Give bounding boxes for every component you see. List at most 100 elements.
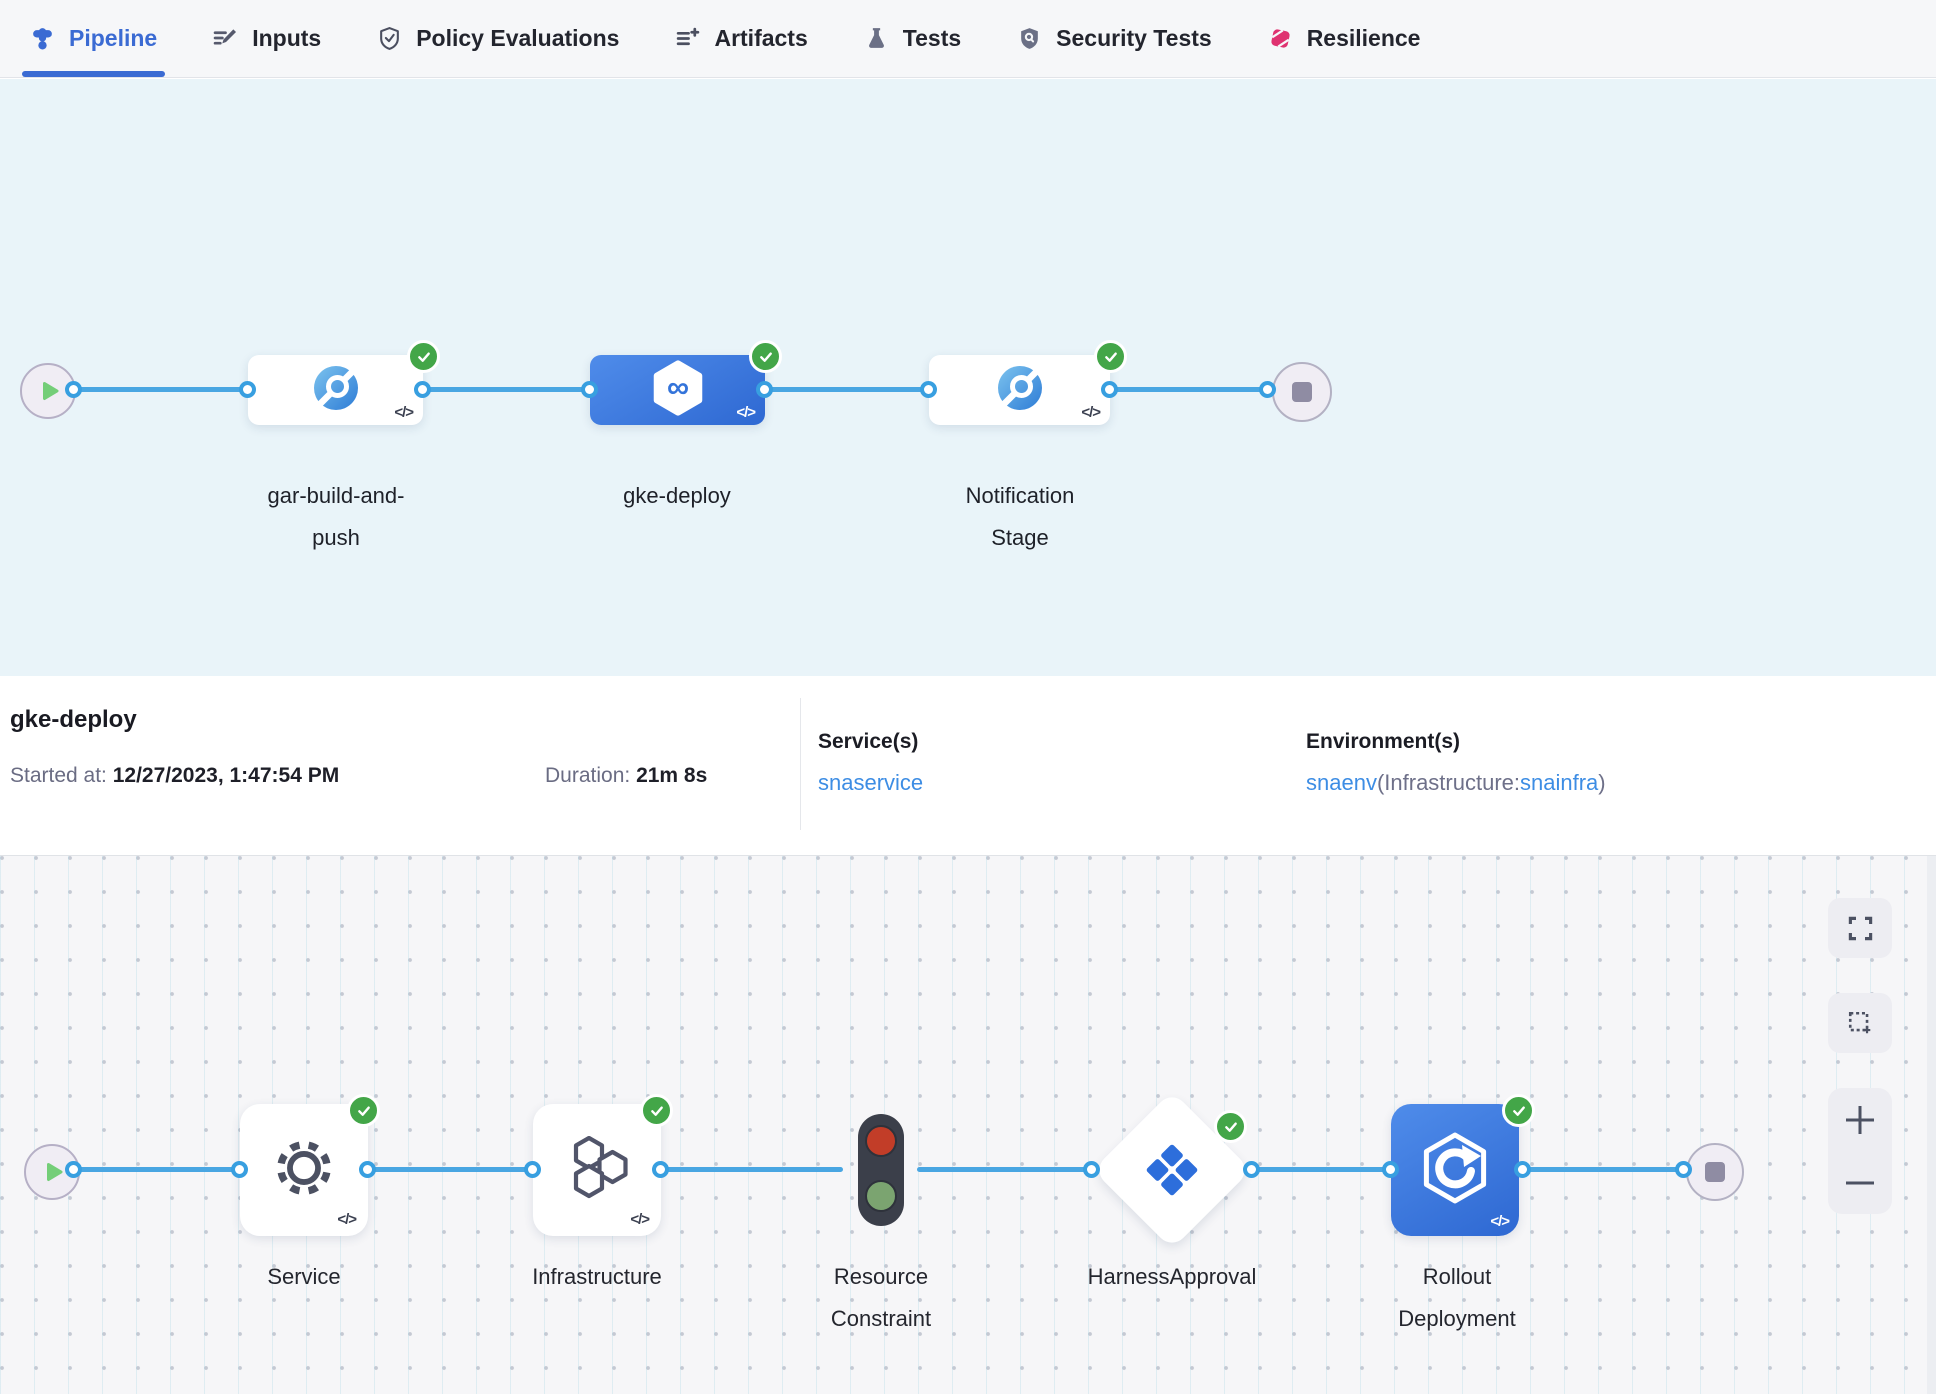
- port: [1382, 1161, 1399, 1178]
- services-value: snaservice: [818, 770, 923, 796]
- edge: [661, 1167, 843, 1172]
- success-check-icon: [1214, 1110, 1247, 1143]
- env-infra-prefix: (Infrastructure:: [1376, 770, 1520, 795]
- security-tests-icon: [1017, 26, 1042, 51]
- svg-text:∞: ∞: [666, 369, 688, 404]
- selection-mode-button[interactable]: [1828, 993, 1892, 1053]
- stop-icon: [1292, 382, 1312, 402]
- environments-label: Environment(s): [1306, 730, 1461, 753]
- success-check-icon: [1094, 340, 1127, 373]
- infrastructure-link[interactable]: snainfra: [1520, 770, 1599, 795]
- edge: [423, 387, 590, 392]
- gear-icon: [273, 1137, 335, 1204]
- port: [920, 381, 937, 398]
- tab-bar: Pipeline Inputs Policy Evaluations: [0, 0, 1936, 78]
- environments-value: snaenv(Infrastructure:snainfra): [1306, 770, 1606, 796]
- edge: [1252, 1167, 1391, 1172]
- zoom-panel: [1828, 1088, 1892, 1214]
- success-check-icon: [749, 340, 782, 373]
- port: [1101, 381, 1118, 398]
- rollout-icon: [1417, 1130, 1493, 1211]
- stage-card-gar-build-and-push[interactable]: </>: [248, 355, 423, 425]
- stage-graph-canvas[interactable]: </> ∞ </>: [0, 79, 1936, 676]
- end-node: [1272, 362, 1332, 422]
- tab-tests[interactable]: Tests: [864, 0, 961, 77]
- tab-pipeline[interactable]: Pipeline: [21, 0, 166, 77]
- pipeline-icon: [30, 26, 55, 51]
- stop-icon: [1705, 1162, 1725, 1182]
- stage-label[interactable]: gar-build-and-push: [267, 483, 405, 550]
- step-label[interactable]: Resource Constraint: [830, 1264, 932, 1331]
- execution-details-bar: gke-deploy Started at: 12/27/2023, 1:47:…: [0, 676, 1936, 856]
- deploy-stage-icon: ∞: [649, 359, 707, 422]
- step-card-rollout-deployment[interactable]: </>: [1391, 1104, 1519, 1236]
- play-icon: [46, 1163, 62, 1181]
- port: [524, 1161, 541, 1178]
- step-label[interactable]: Rollout Deployment: [1398, 1264, 1516, 1331]
- success-check-icon: [1502, 1094, 1535, 1127]
- step-label[interactable]: HarnessApproval: [1087, 1264, 1257, 1289]
- edge: [74, 1167, 240, 1172]
- code-badge: </>: [736, 404, 756, 421]
- minus-icon: [1846, 1181, 1874, 1184]
- port: [65, 381, 82, 398]
- port: [231, 1161, 248, 1178]
- port: [1083, 1161, 1100, 1178]
- custom-stage-icon: [313, 365, 359, 416]
- port: [1243, 1161, 1260, 1178]
- success-check-icon: [407, 340, 440, 373]
- stage-label[interactable]: Notification Stage: [965, 483, 1075, 550]
- tab-resilience[interactable]: Resilience: [1268, 0, 1421, 77]
- tab-security-tests[interactable]: Security Tests: [1017, 0, 1212, 77]
- step-label[interactable]: Infrastructure: [532, 1264, 662, 1289]
- stage-label[interactable]: gke-deploy: [623, 483, 731, 508]
- scrollbar[interactable]: [1927, 856, 1936, 1394]
- stage-title: gke-deploy: [10, 706, 137, 733]
- port: [239, 381, 256, 398]
- tab-label: Tests: [902, 25, 962, 51]
- zoom-out-button[interactable]: [1842, 1165, 1878, 1201]
- duration: Duration: 21m 8s: [545, 764, 707, 788]
- success-check-icon: [347, 1094, 380, 1127]
- artifacts-icon: [675, 26, 700, 51]
- port: [1259, 381, 1276, 398]
- fullscreen-button[interactable]: [1828, 898, 1892, 958]
- duration-label: Duration:: [545, 764, 631, 787]
- duration-value: 21m 8s: [636, 764, 708, 787]
- tab-policy-evaluations[interactable]: Policy Evaluations: [377, 0, 619, 77]
- services-label: Service(s): [818, 730, 919, 753]
- end-node: [1686, 1143, 1744, 1201]
- step-resource-constraint[interactable]: [858, 1114, 904, 1226]
- port: [359, 1161, 376, 1178]
- environment-link[interactable]: snaenv: [1306, 770, 1377, 795]
- custom-stage-icon: [997, 365, 1043, 416]
- port: [65, 1161, 82, 1178]
- tab-label: Resilience: [1306, 25, 1421, 51]
- tab-inputs[interactable]: Inputs: [213, 0, 321, 77]
- code-badge: </>: [394, 404, 414, 421]
- started-at: Started at: 12/27/2023, 1:47:54 PM: [10, 764, 339, 788]
- started-at-label: Started at:: [10, 764, 107, 787]
- edge: [1523, 1167, 1684, 1172]
- code-badge: </>: [337, 1211, 357, 1228]
- execution-graph-canvas[interactable]: </> </>: [0, 856, 1936, 1394]
- port: [414, 381, 431, 398]
- traffic-light-green: [865, 1180, 897, 1212]
- divider: [800, 698, 801, 830]
- tab-artifacts[interactable]: Artifacts: [675, 0, 808, 77]
- code-badge: </>: [630, 1211, 650, 1228]
- success-check-icon: [640, 1094, 673, 1127]
- env-suffix: ): [1598, 770, 1606, 795]
- play-icon: [42, 382, 58, 400]
- step-card-infrastructure[interactable]: </>: [533, 1104, 661, 1236]
- stage-card-notification-stage[interactable]: </>: [929, 355, 1110, 425]
- service-link[interactable]: snaservice: [818, 770, 924, 795]
- port: [652, 1161, 669, 1178]
- zoom-in-button[interactable]: [1842, 1102, 1878, 1138]
- stage-card-gke-deploy[interactable]: ∞ </>: [590, 355, 765, 425]
- edge: [917, 1167, 1092, 1172]
- step-card-service[interactable]: </>: [240, 1104, 368, 1236]
- step-label[interactable]: Service: [267, 1264, 341, 1289]
- edge: [1110, 387, 1268, 392]
